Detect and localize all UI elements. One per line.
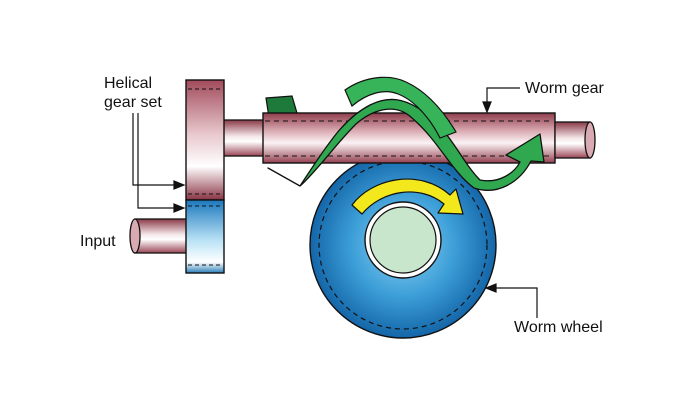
label-worm-gear: Worm gear (525, 80, 604, 97)
leader-worm-wheel (484, 283, 538, 318)
worm-shaft-right (554, 121, 596, 159)
worm-shaft-left (221, 119, 267, 157)
wheel-hub (364, 201, 442, 279)
helical-gear-red (185, 79, 225, 201)
leader-worm-gear (482, 87, 520, 114)
helix-spiral-arrow (267, 76, 545, 191)
helical-gear-set (185, 79, 225, 274)
wheel-rotation-arrow (351, 178, 464, 215)
label-helical-line2: gear set (104, 94, 162, 111)
helical-gear-blue (185, 199, 225, 274)
input-shaft (129, 218, 188, 254)
label-worm-wheel: Worm wheel (514, 319, 603, 336)
label-helical-line1: Helical (104, 75, 153, 92)
label-input: Input (80, 233, 116, 250)
leader-helical (132, 113, 186, 213)
